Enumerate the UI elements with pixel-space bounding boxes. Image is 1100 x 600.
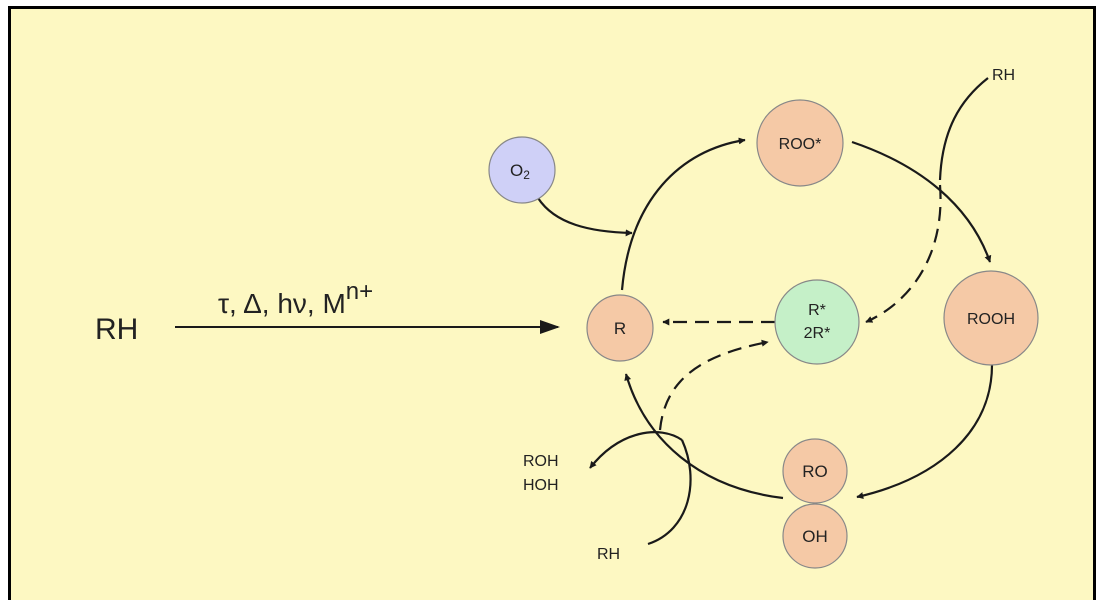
rh-top-label: RH [992, 67, 1015, 84]
node-r: R [586, 294, 654, 362]
arrow-o2-to-cycle [537, 197, 633, 237]
node-rooh: ROOH [943, 270, 1039, 366]
node-o2-subscript: 2 [523, 168, 530, 182]
products-line2: HOH [523, 477, 559, 494]
arrow-ro-to-r [624, 373, 784, 500]
products-line1: ROH [523, 453, 559, 470]
arrow-r-to-roo [620, 137, 746, 291]
diagram-frame [8, 6, 1096, 600]
reactant-label: RH [95, 313, 138, 346]
arrow-roo-to-rooh [851, 140, 992, 263]
arrow-rooh-to-ro [856, 364, 994, 500]
arrow-rh-bottom [647, 439, 692, 546]
dashed-arrow-to-r-star-lower [658, 339, 769, 431]
node-rooh-label: ROOH [967, 311, 1015, 328]
node-r-label: R [614, 319, 626, 338]
node-r-star: R* 2R* [774, 279, 860, 365]
node-o2: O2 [488, 136, 556, 204]
node-r-star-line2: 2R* [804, 325, 831, 342]
node-o2-label: O2 [510, 161, 530, 182]
node-ro-label: RO [802, 462, 828, 481]
rh-bottom-label: RH [597, 546, 620, 563]
node-roo-label: ROO* [779, 136, 822, 153]
node-r-star-line1: R* [808, 302, 826, 319]
arrow-to-products [589, 431, 683, 469]
dashed-arrow-to-r-star [865, 184, 942, 324]
conditions-label: τ, Δ, hν, Mn+ [218, 278, 373, 319]
node-roo: ROO* [756, 99, 844, 187]
node-oh: OH [782, 503, 848, 569]
node-oh-label: OH [802, 527, 828, 546]
conditions-superscript: n+ [346, 278, 373, 305]
arrow-rh-top [938, 77, 989, 181]
node-ro: RO [782, 438, 848, 504]
